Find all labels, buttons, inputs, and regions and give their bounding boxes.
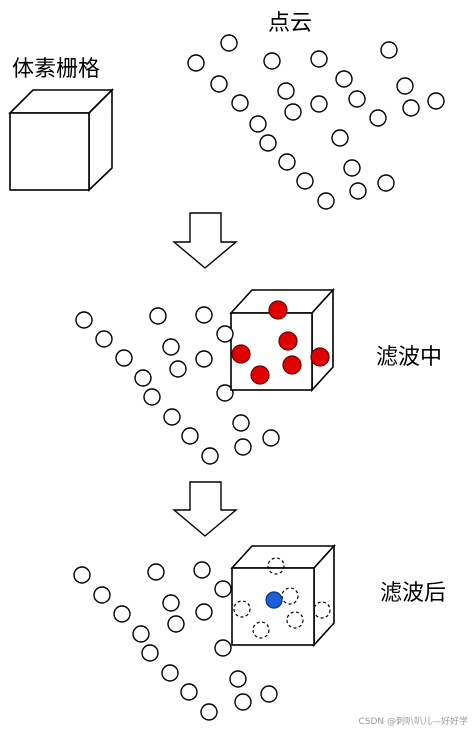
after-filter-label: 滤波后 (380, 581, 446, 606)
filtering-label: 滤波中 (376, 345, 442, 370)
down-arrow-icon (172, 212, 238, 269)
down-arrow-icon (172, 481, 238, 537)
edge-point (214, 580, 232, 598)
voxel-cube-standalone (8, 88, 114, 192)
voxel-cube-filtered (230, 543, 336, 648)
point-cloud-filtered (73, 561, 278, 721)
watermark: CSDN @刺叭叭儿—好好学 (358, 715, 468, 727)
points-inside-voxel (231, 300, 330, 385)
voxel-grid-label: 体素栅格 (12, 57, 100, 82)
point-cloud-original (187, 34, 445, 210)
kept-centroid-point (265, 591, 283, 609)
removed-points-dashed (233, 557, 331, 639)
point-cloud-label: 点云 (268, 11, 312, 36)
point-cloud-filtering (75, 306, 280, 465)
edge-point (216, 325, 234, 343)
